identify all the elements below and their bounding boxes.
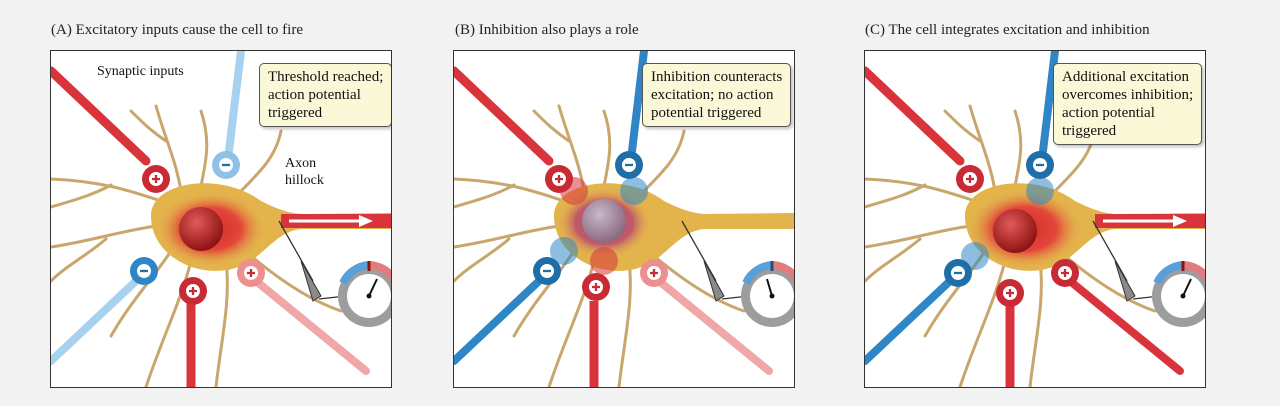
panel-a-neuron-diagram <box>51 51 391 387</box>
electrode <box>703 260 725 302</box>
meter-scale-excitatory <box>771 261 794 282</box>
callout-line: action potential <box>1062 105 1155 121</box>
plus-mark <box>966 175 974 183</box>
meter-needle <box>1182 278 1192 297</box>
axon-hillock-label: Axon hillock <box>285 155 324 189</box>
callout-line: potential triggered <box>651 105 762 121</box>
electrode-tip <box>278 220 314 282</box>
inhibitory-axon <box>865 277 954 365</box>
nucleus <box>179 207 223 251</box>
meter-scale-inhibitory <box>339 261 370 285</box>
meter-scale-inhibitory <box>1153 261 1184 285</box>
plus-mark <box>1061 269 1069 277</box>
callout-line: Additional excitation <box>1062 69 1190 85</box>
callout-line: triggered <box>1062 123 1117 139</box>
callout-line: overcomes inhibition; <box>1062 87 1194 103</box>
plus-mark <box>189 287 197 295</box>
electrode <box>1114 260 1136 302</box>
excitatory-axon <box>865 66 965 166</box>
excitatory-axon <box>252 277 370 375</box>
panel-c-title: (C) The cell integrates excitation and i… <box>865 22 1150 38</box>
needle-pivot <box>769 293 775 299</box>
panel-a-callout: Threshold reached; action potential trig… <box>259 63 391 127</box>
nucleus <box>993 209 1037 253</box>
panel-b-neuron-diagram <box>454 51 794 387</box>
synaptic-inputs-label: Synaptic inputs <box>97 64 184 79</box>
inhibitory-axon <box>454 277 543 365</box>
inhibitory-axon <box>225 51 245 155</box>
plus-mark <box>247 269 255 277</box>
needle-pivot <box>1180 293 1186 299</box>
plus-mark <box>152 175 160 183</box>
electrode-tip <box>1092 220 1128 282</box>
electrode-tip <box>681 220 717 282</box>
excitatory-axon <box>1066 277 1184 375</box>
callout-line: action potential <box>268 87 361 103</box>
plus-mark <box>650 269 658 277</box>
plus-mark <box>592 283 600 291</box>
axon-hillock-line: Axon <box>285 156 317 171</box>
excitatory-axon <box>454 66 554 166</box>
meter-needle <box>368 278 378 297</box>
excitation-spot <box>590 247 618 275</box>
axon-hillock-line: hillock <box>285 173 324 188</box>
inhibitory-axon <box>51 277 140 365</box>
meter-needle <box>766 278 773 297</box>
callout-line: Inhibition counteracts <box>651 69 783 85</box>
arrow-head <box>1173 215 1187 227</box>
inhibition-spot <box>550 237 578 265</box>
panel-a-title: (A) Excitatory inputs cause the cell to … <box>51 22 303 38</box>
plus-mark <box>1006 289 1014 297</box>
panel-c: Additional excitation overcomes inhibiti… <box>864 50 1206 388</box>
inhibition-spot <box>620 177 648 205</box>
needle-pivot <box>366 293 372 299</box>
plus-mark <box>555 175 563 183</box>
panel-c-callout: Additional excitation overcomes inhibiti… <box>1053 63 1203 145</box>
meter-scale-excitatory <box>1182 261 1205 282</box>
electrode <box>300 260 322 302</box>
callout-line: excitation; no action <box>651 87 774 103</box>
panel-b-title: (B) Inhibition also plays a role <box>455 22 639 38</box>
panel-c-neuron-diagram <box>865 51 1205 387</box>
panel-b: Inhibition counteracts excitation; no ac… <box>453 50 795 388</box>
panel-b-callout: Inhibition counteracts excitation; no ac… <box>642 63 792 127</box>
excitatory-axon <box>51 66 151 166</box>
meter-scale-inhibitory <box>742 261 773 285</box>
meter-scale-excitatory <box>368 261 391 282</box>
nucleus <box>582 199 626 243</box>
inhibition-spot <box>961 242 989 270</box>
callout-line: Threshold reached; <box>268 69 384 85</box>
excitatory-axon <box>655 277 773 375</box>
arrow-head <box>359 215 373 227</box>
callout-line: triggered <box>268 105 323 121</box>
inhibition-spot <box>1026 177 1054 205</box>
panel-a: Threshold reached; action potential trig… <box>50 50 392 388</box>
